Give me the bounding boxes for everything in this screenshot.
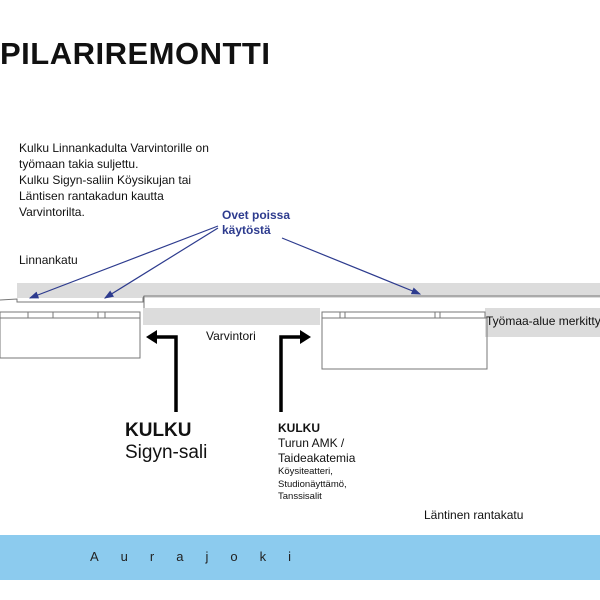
notice-line: Kulku Sigyn-saliin Köysikujan tai [19, 173, 192, 187]
notice-line: työmaan takia suljettu. [19, 157, 139, 171]
arrowhead-left-icon [146, 330, 157, 344]
doors-note-line: käytöstä [222, 223, 271, 237]
building-outline [0, 295, 600, 370]
entrance-right-target: Turun AMK / Taideakatemia [278, 436, 355, 466]
door-arrows [28, 225, 422, 299]
varvintori-area [143, 308, 320, 325]
target-line: Taideakatemia [278, 451, 356, 465]
entrance-left-target: Sigyn-sali [125, 442, 208, 463]
detail-line: Tanssisalit [278, 491, 322, 502]
river-label: Aurajoki [90, 549, 313, 564]
notice-line: Läntisen rantakadun kautta [19, 189, 164, 203]
entrance-right-details: Köysiteatteri, Studionäyttämö, Tanssisal… [278, 466, 347, 504]
doors-closed-note: Ovet poissa käytöstä [222, 208, 290, 238]
entrance-arrow-left [155, 335, 178, 412]
detail-line: Studionäyttämö, [278, 478, 347, 490]
detail-line: Köysiteatteri, [278, 466, 333, 477]
river [0, 535, 600, 580]
worksite-area [485, 308, 600, 337]
door-arrow [28, 225, 219, 299]
worksite-label: Työmaa-alue merkitty ha [486, 314, 600, 328]
door-arrow [103, 227, 219, 299]
page-title: PILARIREMONTTI [0, 36, 271, 71]
street-linnankatu: Linnankatu [19, 253, 78, 267]
entrance-arrow-right [279, 335, 300, 412]
notice-line: Varvintorilta. [19, 205, 85, 219]
doors-note-line: Ovet poissa [222, 208, 291, 222]
street-lantinen-rantakatu: Läntinen rantakatu [424, 508, 524, 522]
linnankatu-road [17, 283, 600, 298]
notice-line: Kulku Linnankadulta Varvintorille on [19, 141, 209, 155]
target-line: Turun AMK / [278, 436, 345, 450]
closure-notice: Kulku Linnankadulta Varvintorille on työ… [19, 140, 209, 220]
arrowhead-right-icon [300, 330, 311, 344]
street-varvintori: Varvintori [206, 329, 256, 343]
entrance-left-heading: KULKU [125, 420, 192, 441]
door-arrow [281, 237, 422, 295]
entrance-right-heading: KULKU [278, 421, 320, 435]
